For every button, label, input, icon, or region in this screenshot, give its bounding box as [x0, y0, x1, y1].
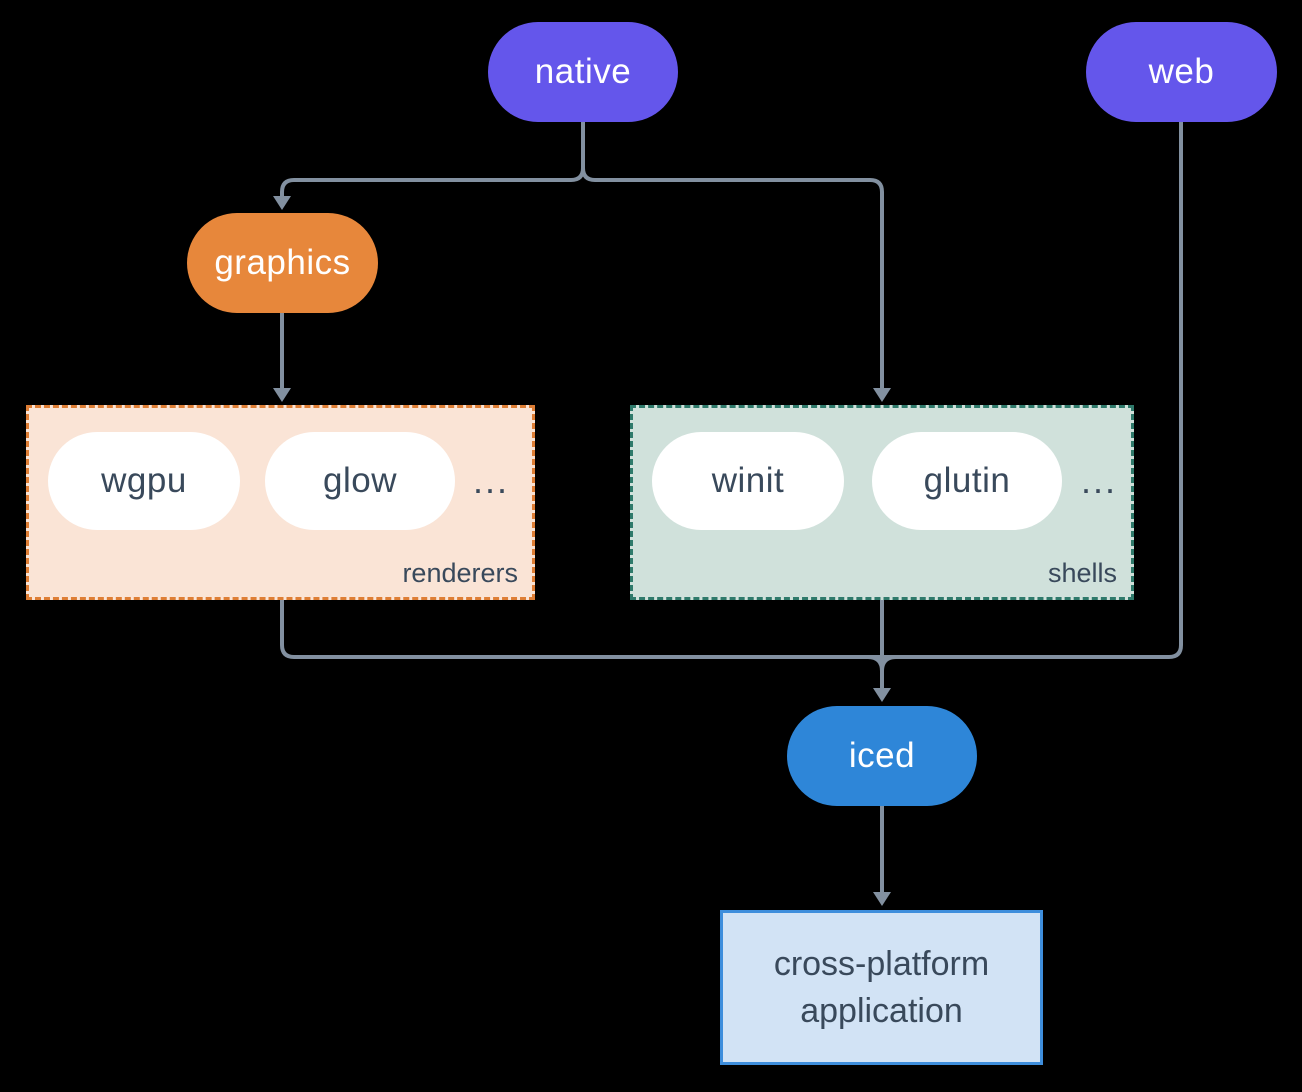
node-application: cross-platform application: [720, 910, 1043, 1065]
group-renderers: wgpu glow ... renderers: [26, 405, 535, 600]
edge-renderers-iced: [280, 600, 882, 659]
shells-ellipsis: ...: [1080, 460, 1117, 501]
arrowhead-shells: [873, 388, 891, 402]
arrowhead-graphics: [273, 196, 291, 210]
junction-fillet-left: [867, 655, 884, 672]
arrowhead-application: [873, 892, 891, 906]
edge-native-graphics: [280, 122, 585, 197]
node-web: web: [1086, 22, 1277, 122]
arrowhead-renderers: [273, 388, 291, 402]
node-graphics: graphics: [187, 213, 378, 313]
node-glutin: glutin: [872, 432, 1062, 530]
edge-native-shells: [581, 122, 884, 389]
arrowhead-iced: [873, 688, 891, 702]
renderers-ellipsis: ...: [472, 460, 509, 501]
application-label-line1: cross-platform: [773, 944, 990, 983]
renderers-group-label: renderers: [402, 558, 518, 588]
group-shells: winit glutin ... shells: [630, 405, 1134, 600]
node-winit: winit: [652, 432, 844, 530]
node-iced: iced: [787, 706, 977, 806]
application-label-line2: application: [800, 991, 963, 1030]
edge-web-iced: [882, 122, 1183, 659]
node-glow: glow: [265, 432, 455, 530]
node-native: native: [488, 22, 678, 122]
node-wgpu: wgpu: [48, 432, 240, 530]
shells-group-label: shells: [1047, 558, 1117, 588]
junction-fillet-right: [880, 655, 897, 672]
